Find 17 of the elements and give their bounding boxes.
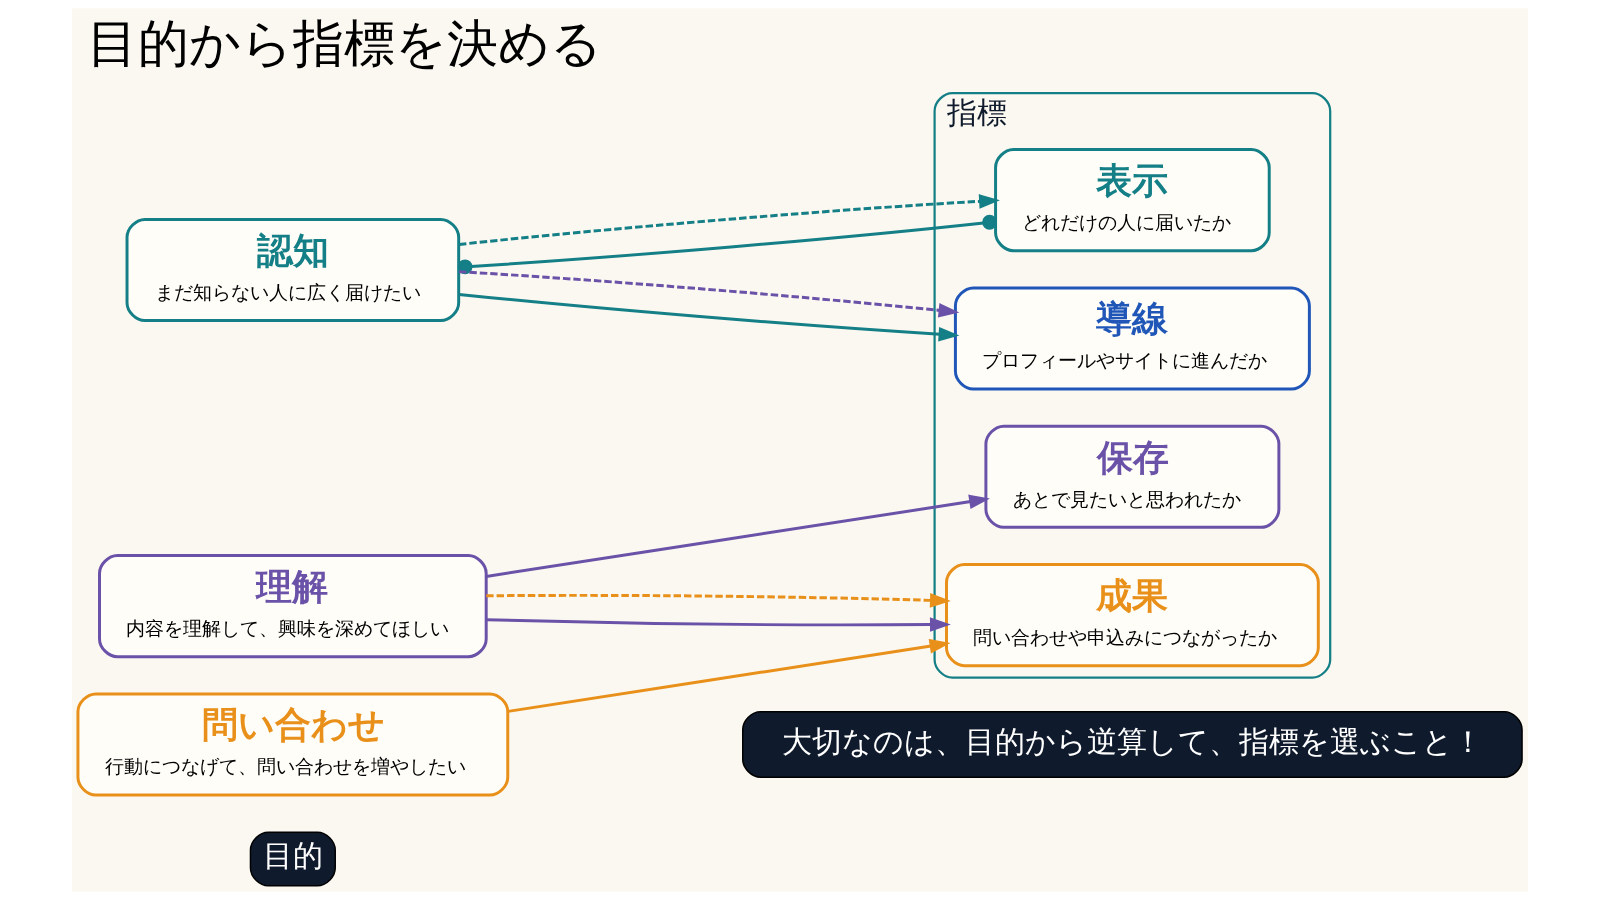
arrow [507,638,950,713]
arrow [458,270,959,318]
arrow [458,194,1000,246]
arrow [485,593,951,608]
arrow [485,617,951,632]
node-box: 表示 どれだけの人に届いたか [993,148,1271,253]
arrow [485,494,990,578]
label: 大切なのは、目的から逆算して、指標を選ぶこと！ [781,723,1483,759]
node-box: 成果 問い合わせや申込みにつながったか [944,563,1320,668]
node-box: 保存 あとで見たいと思われたか [983,424,1280,529]
arrow [458,292,959,342]
node-box: 理解 内容を理解して、興味を深めてほしい [97,554,488,659]
diagram-title: 目的から指標を決める [86,13,602,73]
node-box: 目的 [249,831,336,887]
node-box: 問い合わせ 行動につなげて、問い合わせを増やしたい [75,692,509,797]
node-box: 認知 まだ知らない人に広く届けたい [125,218,460,323]
node-box: 導線 プロフィールやサイトに進んだか [953,286,1311,391]
